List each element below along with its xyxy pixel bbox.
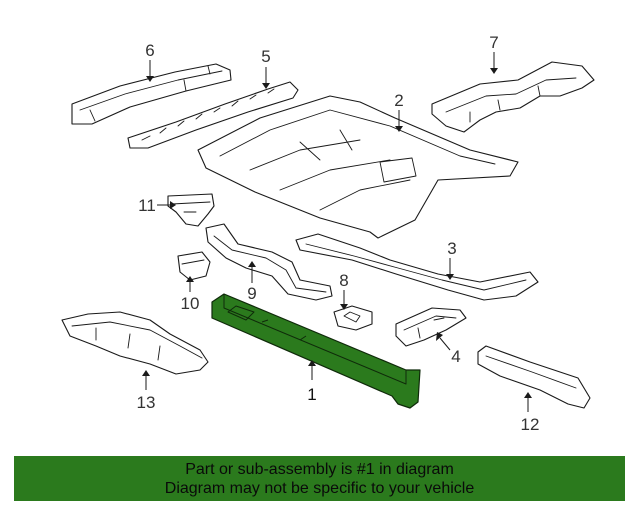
callout-2: 2 [394,91,403,110]
part-9-rail[interactable] [205,223,333,301]
callout-5: 5 [261,47,270,66]
callout-3: 3 [447,239,456,258]
part-4-bracket[interactable] [395,307,467,347]
parts-diagram: 6 5 7 2 11 10 9 3 8 4 1 13 12 [61,33,595,434]
callout-13: 13 [137,393,156,412]
info-banner: Part or sub-assembly is #1 in diagram Di… [14,456,625,501]
part-5-rail[interactable] [127,81,299,149]
callout-8: 8 [339,271,348,290]
part-12-rail[interactable] [477,345,591,409]
callout-12: 12 [521,415,540,434]
callout-10: 10 [181,294,200,313]
callout-9: 9 [247,284,256,303]
banner-line-2: Diagram may not be specific to your vehi… [164,480,475,497]
part-6-crossmember[interactable] [71,63,232,125]
callout-11: 11 [138,196,156,215]
part-3-rail[interactable] [295,233,539,301]
callout-6: 6 [145,41,154,60]
leader-lines [142,52,532,412]
part-13-support[interactable] [61,311,209,375]
part-7-panel[interactable] [431,61,595,133]
part-10-mount[interactable] [177,251,211,281]
banner-line-1: Part or sub-assembly is #1 in diagram [185,461,454,478]
callout-4: 4 [451,347,460,366]
part-2-floor-pan[interactable] [197,95,519,239]
part-1-highlighted[interactable] [211,293,421,409]
part-8-clip[interactable] [333,305,373,331]
callout-1: 1 [307,385,316,404]
part-11-bracket[interactable] [167,193,215,227]
callout-7: 7 [489,33,498,52]
